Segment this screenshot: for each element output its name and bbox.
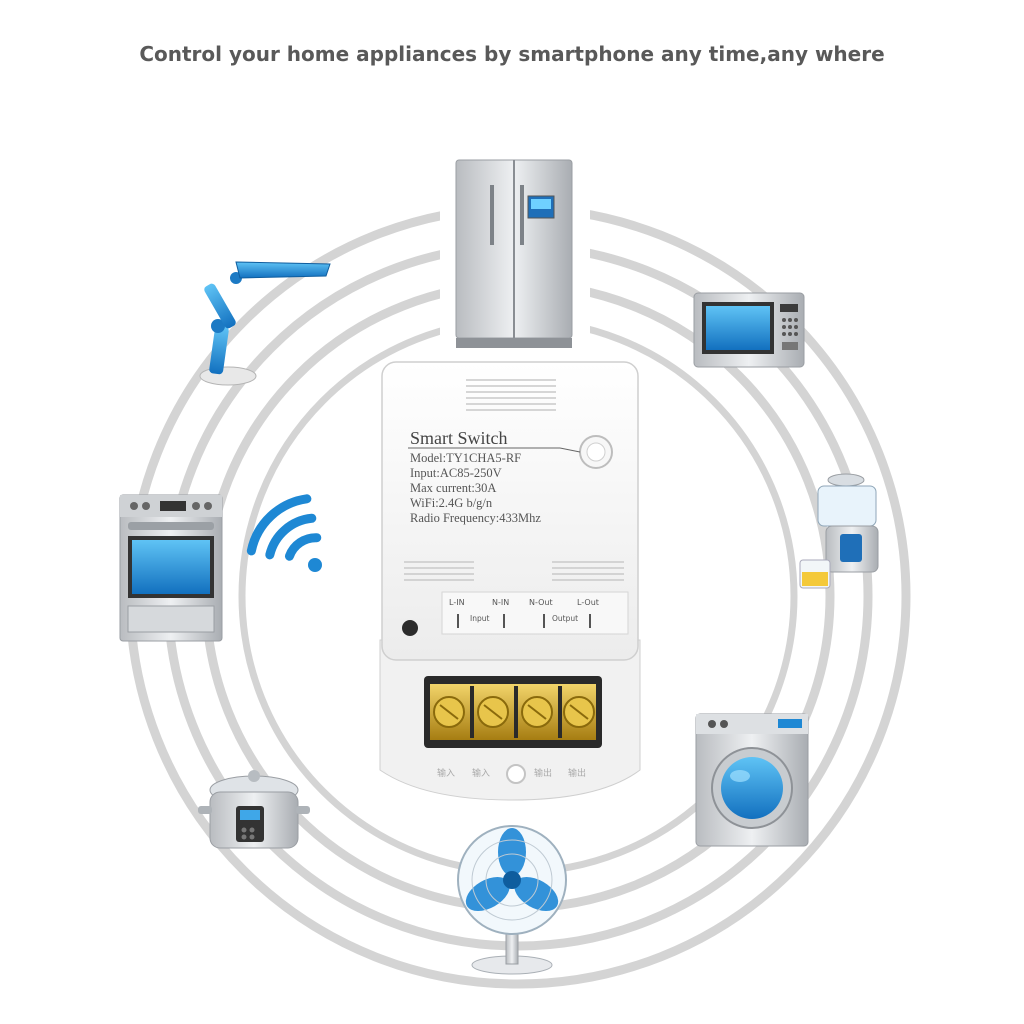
- device-title: Smart Switch: [410, 428, 508, 448]
- terminal-markers: [457, 614, 591, 628]
- desk-lamp-icon: [199, 261, 331, 386]
- juicer-icon: [799, 473, 879, 589]
- mount-hole: [506, 764, 526, 784]
- headline: Control your home appliances by smartpho…: [139, 42, 885, 66]
- base-label-4: 输出: [568, 769, 587, 779]
- device-wifi: WiFi:2.4G b/g/n: [410, 496, 493, 510]
- base-label-2: 输入: [472, 769, 491, 779]
- vent-left: [404, 561, 474, 581]
- vent-top: [466, 379, 556, 411]
- base-label-3: 输出: [534, 769, 553, 779]
- fan-icon: [457, 825, 567, 975]
- led-indicator: [402, 620, 418, 636]
- output-group-label: Output: [552, 614, 579, 623]
- oven-icon: [119, 494, 223, 642]
- device-max-current: Max current:30A: [410, 481, 497, 495]
- rice-cooker-icon: [198, 770, 310, 849]
- terminal-label-l-out: L-Out: [577, 598, 599, 607]
- smart-switch-device: [379, 361, 641, 801]
- terminal-screws: [433, 696, 595, 728]
- terminal-label-n-in: N-IN: [492, 598, 510, 607]
- device-model: Model:TY1CHA5-RF: [410, 451, 522, 465]
- input-group-label: Input: [470, 614, 490, 623]
- terminal-label-n-out: N-Out: [529, 598, 553, 607]
- refrigerator-icon: [440, 152, 590, 357]
- terminal-label-l-in: L-IN: [449, 598, 465, 607]
- washing-machine-icon: [695, 713, 809, 847]
- microwave-icon: [693, 292, 805, 368]
- base-label-1: 输入: [437, 769, 456, 779]
- vent-right: [552, 561, 624, 581]
- device-input: Input:AC85-250V: [410, 466, 502, 480]
- device-radio: Radio Frequency:433Mhz: [410, 511, 541, 525]
- wifi-icon: [246, 494, 322, 572]
